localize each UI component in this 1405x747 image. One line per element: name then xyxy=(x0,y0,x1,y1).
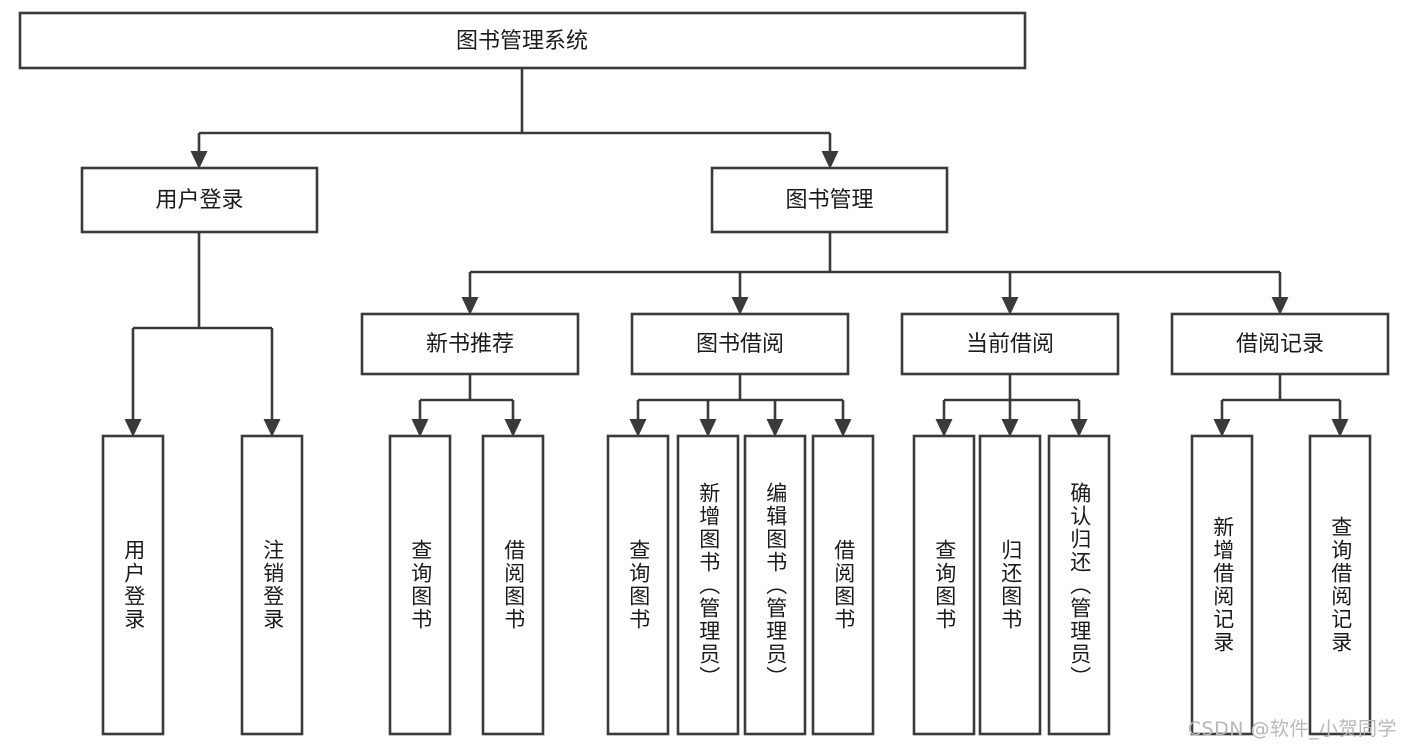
leaf-rect-bb-add-book xyxy=(676,434,740,736)
node-new-book-recommend[interactable]: 新书推荐 xyxy=(360,312,580,376)
edges-current-to-leaves xyxy=(935,374,1088,437)
leaf-rect-br-add-record xyxy=(1190,434,1254,736)
edges-newbook-to-leaves xyxy=(411,374,522,437)
node-current-borrow-label: 当前借阅 xyxy=(966,332,1054,357)
watermark-text: CSDN @软件_小贺同学 xyxy=(1187,718,1397,740)
node-book-management[interactable]: 图书管理 xyxy=(710,166,949,234)
node-book-management-label: 图书管理 xyxy=(785,188,873,213)
node-root-label: 图书管理系统 xyxy=(456,29,588,54)
node-book-borrow[interactable]: 图书借阅 xyxy=(630,312,850,376)
leaf-rect-cb-return-book xyxy=(978,434,1042,736)
node-current-borrow[interactable]: 当前借阅 xyxy=(900,312,1120,376)
node-borrow-record[interactable]: 借阅记录 xyxy=(1170,312,1390,376)
edges-record-to-leaves xyxy=(1213,374,1349,437)
node-new-book-recommend-label: 新书推荐 xyxy=(426,332,514,357)
leaf-rect-nb-query-book xyxy=(388,434,452,736)
leaf-rects xyxy=(101,434,1372,736)
edges-userlogin-to-leaves xyxy=(124,232,281,437)
leaf-rect-nb-borrow-book xyxy=(481,434,545,736)
edges-bookmgmt-to-level3 xyxy=(461,232,1289,315)
node-user-login-label: 用户登录 xyxy=(155,188,243,213)
node-root[interactable]: 图书管理系统 xyxy=(18,11,1027,70)
leaf-rect-bb-query-book xyxy=(606,434,670,736)
leaf-rect-user-login xyxy=(101,434,165,736)
node-borrow-record-label: 借阅记录 xyxy=(1236,332,1324,357)
node-book-borrow-label: 图书借阅 xyxy=(696,332,784,357)
leaf-rect-bb-edit-book xyxy=(743,434,807,736)
edges-root-to-level2 xyxy=(190,68,839,169)
leaf-rect-user-logout xyxy=(240,434,304,736)
leaf-rect-bb-borrow-book xyxy=(811,434,875,736)
edges-borrow-to-leaves xyxy=(629,374,852,437)
node-user-login[interactable]: 用户登录 xyxy=(80,166,319,234)
leaf-rect-br-query-record xyxy=(1308,434,1372,736)
leaf-rect-cb-confirm-return xyxy=(1047,434,1111,736)
leaf-rect-cb-query-book xyxy=(912,434,976,736)
